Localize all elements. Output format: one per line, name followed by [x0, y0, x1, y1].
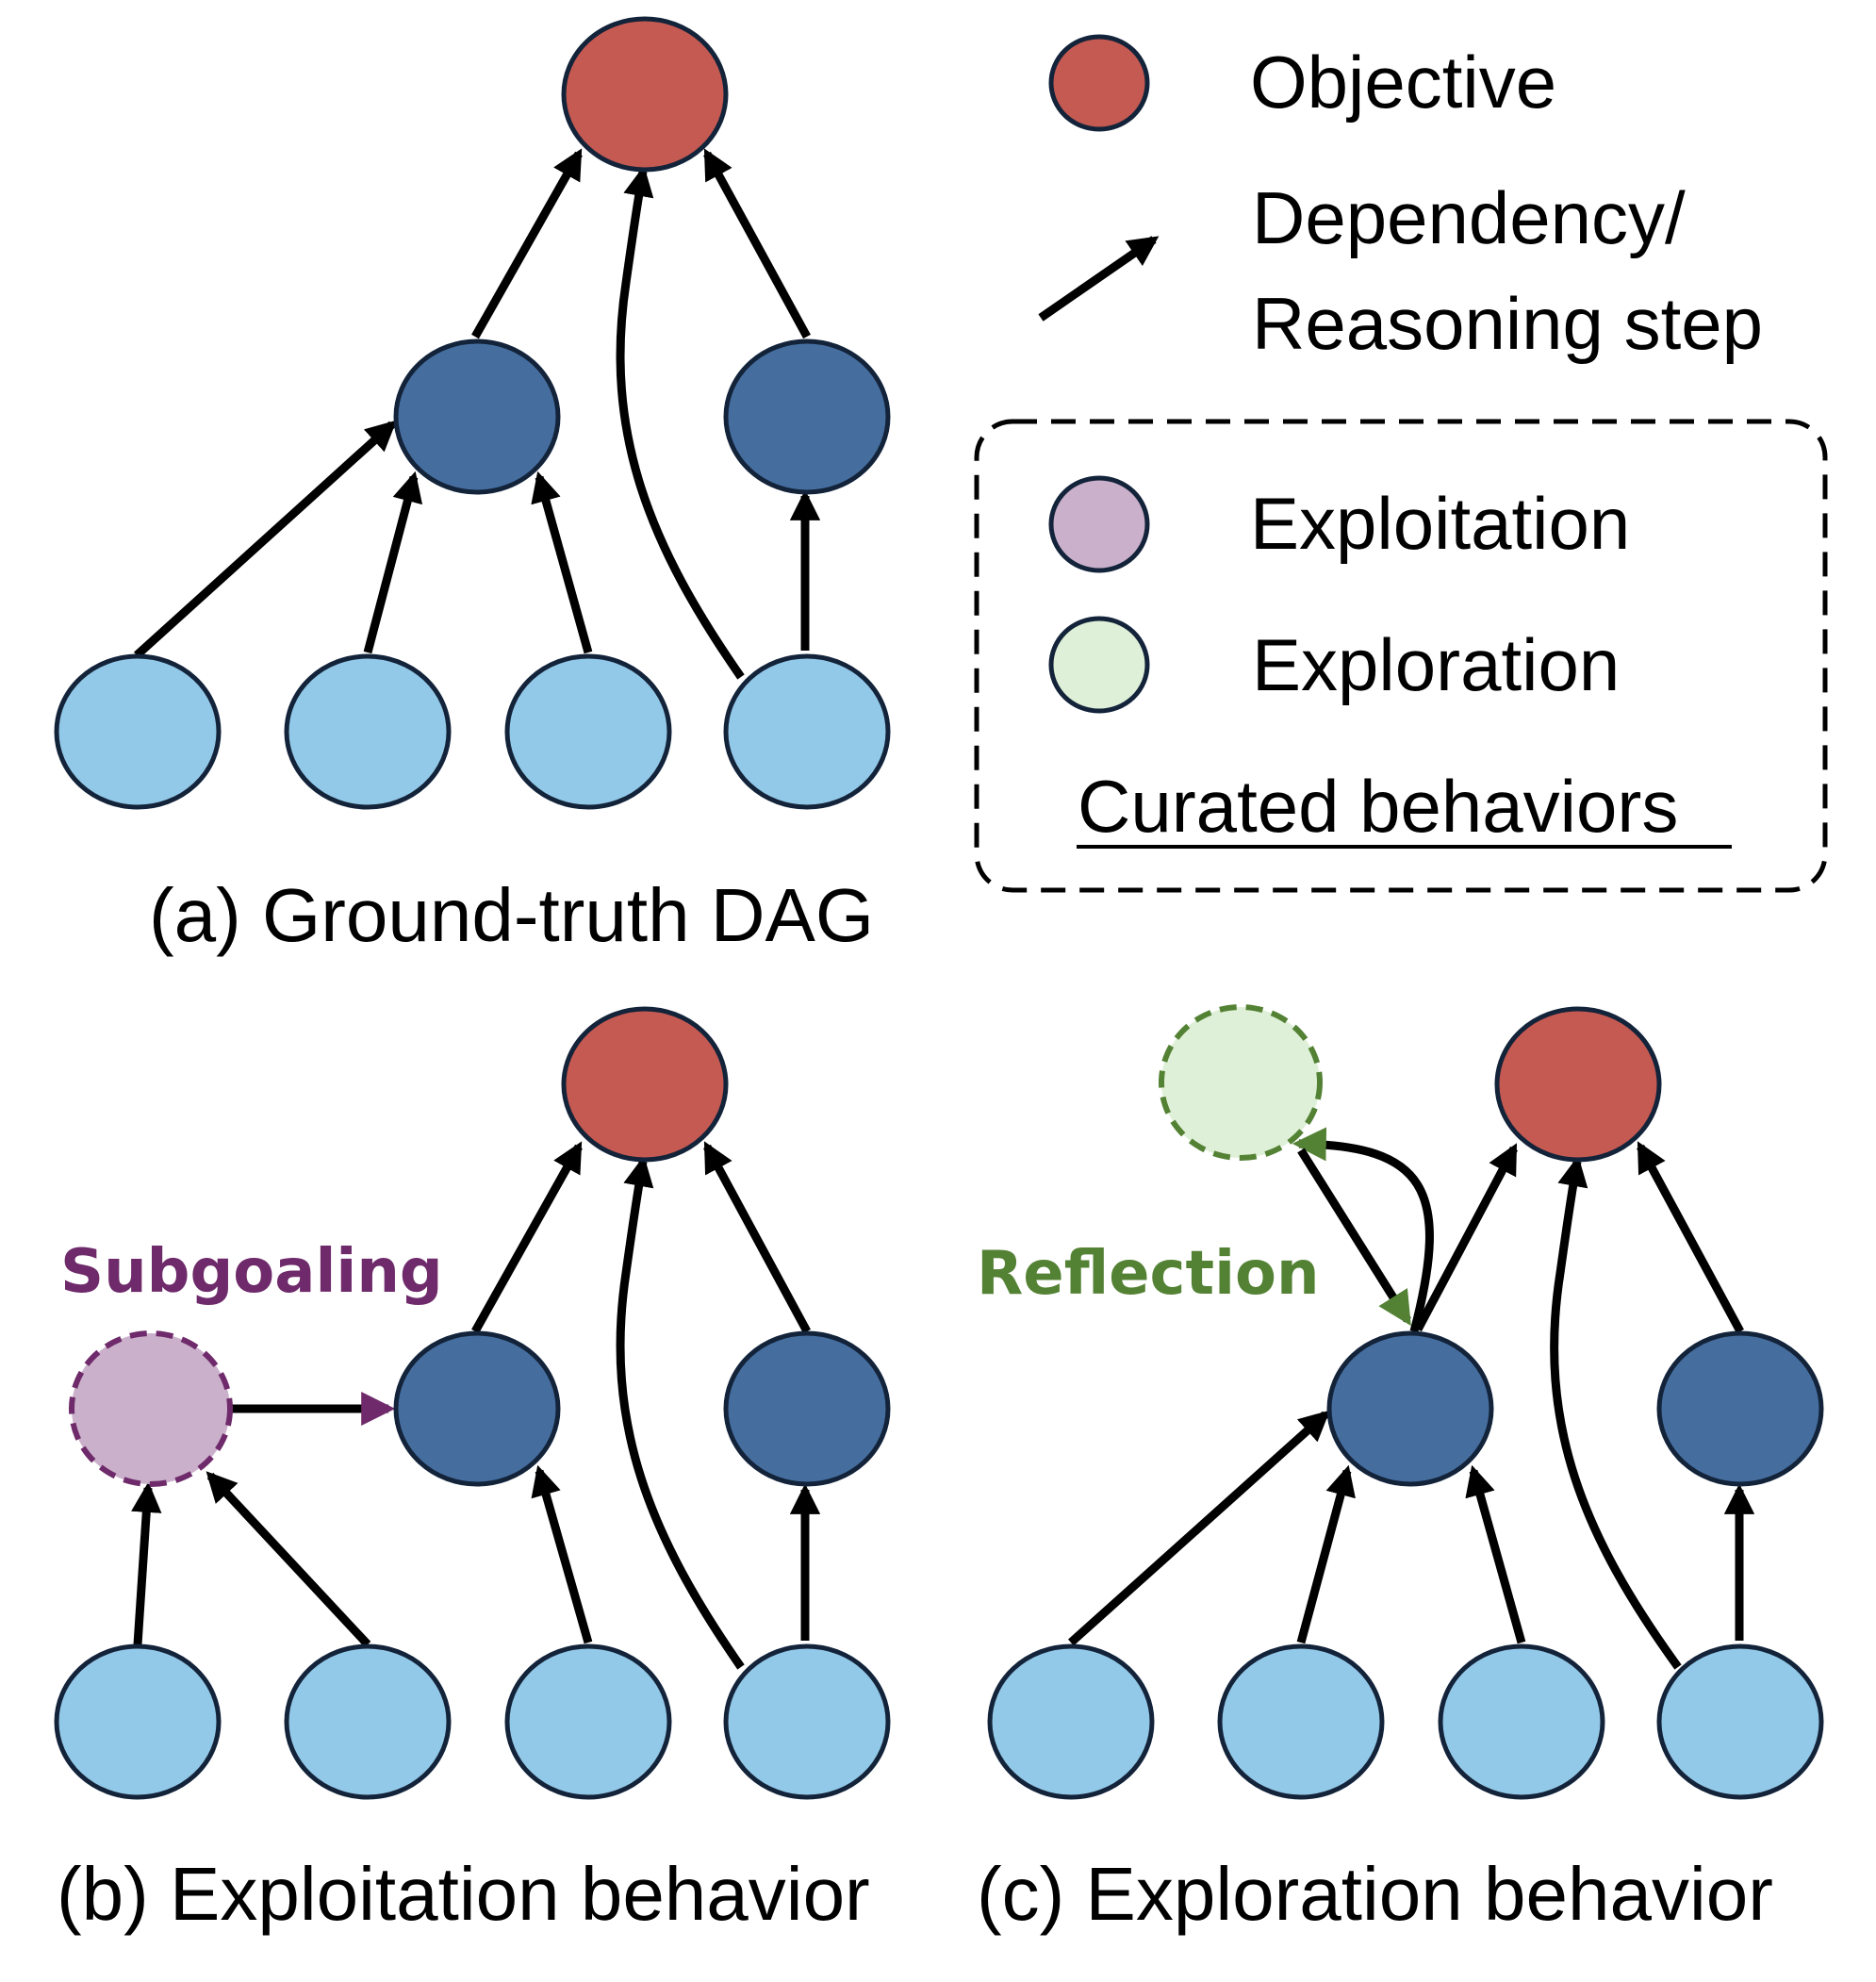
- edge-a-mid2-to-objective: [703, 148, 811, 339]
- edge-b-leaf4-to-objective: [616, 1155, 745, 1670]
- edge-a-leaf2-to-mid1: [363, 471, 423, 654]
- legend-exploration-label: Exploration: [1252, 623, 1620, 706]
- node-b-subgoal-exploitation: [69, 1330, 233, 1487]
- edge-c-mid1-to-exploration: [1292, 1127, 1434, 1333]
- node-a-mid2: [723, 339, 891, 495]
- node-c-leaf1: [987, 1643, 1155, 1800]
- legend-dependency-line1: Dependency/: [1252, 176, 1686, 259]
- legend-objective-label: Objective: [1250, 41, 1556, 124]
- panel-c-exploration-behavior: Reflection (c) Exploration behavior: [977, 1004, 1824, 1936]
- edge-b-leaf2-to-subgoal: [206, 1471, 371, 1648]
- node-c-objective: [1494, 1006, 1662, 1163]
- node-b-mid2: [723, 1330, 891, 1487]
- node-c-mid1: [1326, 1330, 1494, 1487]
- edge-c-leaf3-to-mid1: [1465, 1464, 1526, 1644]
- edge-c-leaf1-to-mid1: [1067, 1410, 1330, 1646]
- node-b-mid1: [393, 1330, 561, 1487]
- panel-a-ground-truth-dag: (a) Ground-truth DAG: [54, 16, 891, 957]
- edge-c-mid2-to-objective: [1637, 1141, 1744, 1334]
- node-a-leaf3: [504, 653, 672, 810]
- caption-c: (c) Exploration behavior: [977, 1852, 1773, 1936]
- edge-c-mid1-to-objective: [1414, 1143, 1518, 1332]
- node-c-leaf3: [1438, 1643, 1605, 1800]
- node-b-leaf2: [284, 1643, 452, 1800]
- edge-a-leaf4-to-objective: [616, 165, 745, 680]
- node-b-leaf1: [54, 1643, 222, 1800]
- node-a-leaf1: [54, 653, 222, 810]
- edge-a-leaf3-to-mid1: [531, 471, 593, 654]
- edge-c-leaf4-to-objective: [1550, 1155, 1682, 1670]
- edge-b-mid1-to-objective: [471, 1141, 583, 1334]
- legend-objective-swatch: [1048, 34, 1150, 132]
- edge-a-leaf1-to-mid1: [133, 420, 397, 659]
- legend-exploitation-swatch: [1048, 475, 1150, 573]
- node-a-leaf2: [284, 653, 452, 810]
- legend-dependency-line2: Reasoning step: [1252, 282, 1763, 365]
- node-b-leaf4: [723, 1643, 891, 1800]
- subgoaling-label: Subgoaling: [60, 1237, 443, 1307]
- edge-a-mid1-to-objective: [471, 148, 583, 339]
- node-b-leaf3: [504, 1643, 672, 1800]
- edge-b-leaf1-to-subgoal: [131, 1481, 162, 1645]
- node-c-leaf4: [1656, 1643, 1824, 1800]
- reflection-label: Reflection: [977, 1239, 1320, 1309]
- node-a-leaf4: [723, 653, 891, 810]
- edge-b-mid2-to-objective: [703, 1141, 811, 1334]
- edge-b-leaf3-to-mid1: [531, 1464, 593, 1644]
- legend-curated-behaviors-title: Curated behaviors: [1078, 765, 1678, 848]
- legend-exploitation-label: Exploitation: [1250, 482, 1630, 565]
- caption-b: (b) Exploitation behavior: [57, 1852, 870, 1936]
- legend-exploration-swatch: [1048, 616, 1150, 714]
- node-c-mid2: [1656, 1330, 1824, 1487]
- panel-b-exploitation-behavior: Subgoaling (b) Exploitation behavior: [54, 1006, 891, 1936]
- legend-dependency-arrow: [1038, 236, 1160, 322]
- edge-c-leaf2-to-mid1: [1296, 1464, 1356, 1644]
- node-a-mid1: [393, 339, 561, 495]
- curated-behaviors-box: [974, 419, 1828, 893]
- edge-c-exploration-to-mid1: [1297, 1148, 1411, 1327]
- caption-a: (a) Ground-truth DAG: [149, 873, 874, 957]
- node-a-objective: [561, 16, 729, 173]
- node-c-exploration: [1159, 1004, 1323, 1161]
- node-c-leaf2: [1217, 1643, 1385, 1800]
- node-b-objective: [561, 1006, 729, 1163]
- legend: Objective Dependency/ Reasoning step Exp…: [974, 34, 1828, 893]
